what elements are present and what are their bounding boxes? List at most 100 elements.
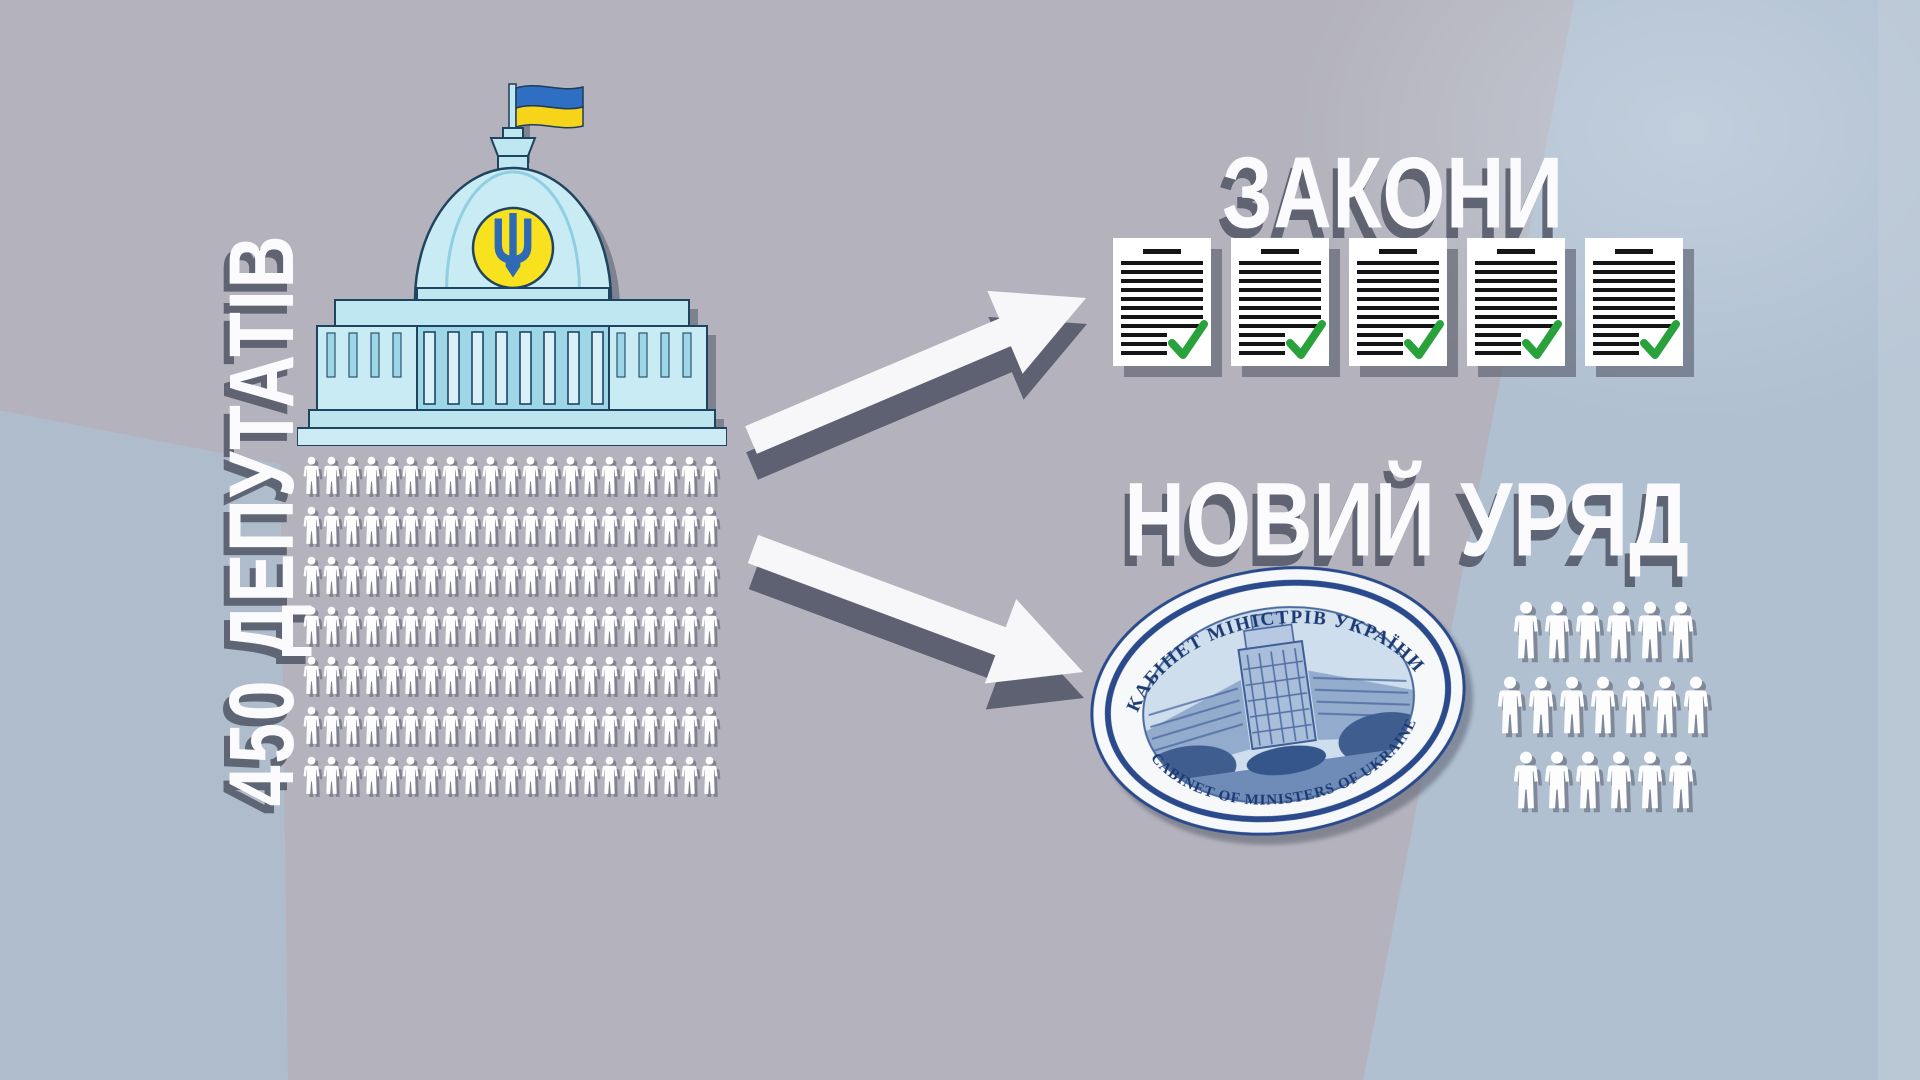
document-text-line	[1593, 315, 1675, 319]
document-text-line	[1593, 270, 1675, 274]
document-text-line	[1475, 279, 1557, 283]
document-text-line	[1593, 288, 1675, 292]
deputy-icon	[641, 656, 658, 694]
new-government-title: НОВИЙ УРЯД	[1124, 461, 1690, 579]
document-text-line	[1593, 351, 1639, 355]
deputy-icon	[681, 656, 698, 694]
document-text-line	[1121, 279, 1203, 283]
cabinet-seal: КАБІНЕТ МІНІСТРІВ УКРАЇНИ CABINET OF MIN…	[1090, 566, 1466, 836]
document-title-line	[1497, 249, 1535, 254]
deputy-icon	[323, 706, 340, 744]
document-text-line	[1357, 333, 1403, 337]
deputy-icon	[303, 606, 320, 644]
document-text-line	[1239, 288, 1321, 292]
deputy-icon	[502, 656, 519, 694]
document-text-line	[1475, 270, 1557, 274]
document-text-line	[1593, 324, 1675, 328]
document-text-line	[1121, 261, 1203, 265]
deputy-icon	[462, 706, 479, 744]
deputy-icon	[383, 706, 399, 744]
deputy-icon	[462, 556, 479, 594]
dome-rib	[512, 170, 581, 301]
law-document	[1113, 238, 1211, 366]
document-text-line	[1475, 261, 1557, 265]
deputy-icon	[323, 456, 340, 494]
deputy-icon	[641, 506, 658, 544]
deputy-icon	[681, 706, 698, 744]
deputy-icon	[363, 756, 380, 794]
deputy-icon	[403, 606, 419, 644]
document-title-line	[1379, 249, 1417, 254]
deputy-icon	[403, 656, 419, 694]
document-text-line	[1121, 288, 1203, 292]
deputy-icon	[502, 506, 519, 544]
deputy-icon	[641, 606, 658, 644]
deputy-icon	[343, 706, 360, 744]
deputy-icon	[383, 606, 399, 644]
deputy-icon	[482, 506, 499, 544]
minister-icon	[1497, 676, 1523, 734]
deputy-icon	[482, 756, 499, 794]
deputy-icon	[522, 656, 539, 694]
document-text-line	[1357, 297, 1439, 301]
deputy-icon	[462, 656, 479, 694]
deputy-icon	[601, 456, 618, 494]
deputy-icon	[641, 456, 658, 494]
deputy-icon	[641, 556, 658, 594]
deputy-icon	[502, 756, 519, 794]
deputy-icon	[542, 656, 559, 694]
document-text-line	[1593, 306, 1675, 310]
minister-icon	[1575, 601, 1600, 659]
document-text-line	[1357, 288, 1439, 292]
deputy-icon	[641, 706, 658, 744]
flow-arrows	[745, 290, 1087, 710]
deputy-icon	[522, 606, 539, 644]
deputy-icon	[502, 706, 519, 744]
deputy-icon	[482, 456, 499, 494]
document-text-line	[1121, 324, 1203, 328]
ministers-pictogram	[1487, 597, 1719, 822]
deputy-icon	[422, 456, 439, 494]
deputy-icon	[542, 706, 559, 744]
deputy-icon	[363, 606, 380, 644]
deputy-icon	[681, 556, 698, 594]
document-text-line	[1593, 297, 1675, 301]
deputy-icon	[621, 706, 638, 744]
document-text-line	[1121, 306, 1203, 310]
deputy-icon	[562, 506, 578, 544]
trident-icon	[494, 213, 532, 278]
law-document	[1585, 238, 1683, 366]
deputy-icon	[542, 606, 559, 644]
deputy-icon	[462, 456, 479, 494]
minister-icon	[1683, 676, 1709, 734]
deputy-icon	[482, 556, 499, 594]
laws-title: ЗАКОНИ	[1222, 137, 1564, 250]
minister-row	[1487, 747, 1719, 815]
document-text-line	[1593, 333, 1639, 337]
deputy-icon	[303, 506, 320, 544]
deputy-icon	[522, 556, 539, 594]
deputy-icon	[383, 656, 399, 694]
document-title-line	[1261, 249, 1299, 254]
deputy-icon	[522, 456, 539, 494]
deputies-pictogram-grid	[303, 455, 723, 805]
document-text-line	[1357, 261, 1439, 265]
checkmark-icon	[1286, 320, 1326, 359]
deputy-icon	[343, 756, 360, 794]
deputy-icon	[363, 656, 380, 694]
deputy-icon	[621, 456, 638, 494]
checkmark-icon	[1640, 320, 1680, 359]
deputy-icon	[562, 606, 578, 644]
deputy-icon	[383, 756, 399, 794]
deputy-icon	[542, 556, 559, 594]
minister-icon	[1621, 676, 1647, 734]
document-text-line	[1121, 270, 1203, 274]
document-text-line	[1593, 279, 1675, 283]
document-text-line	[1239, 261, 1321, 265]
minister-icon	[1606, 751, 1631, 809]
deputy-icon	[462, 506, 479, 544]
seal-photo-border	[1142, 606, 1415, 804]
deputy-icon	[522, 706, 539, 744]
ukraine-flag	[508, 83, 584, 137]
deputy-icon	[661, 706, 678, 744]
